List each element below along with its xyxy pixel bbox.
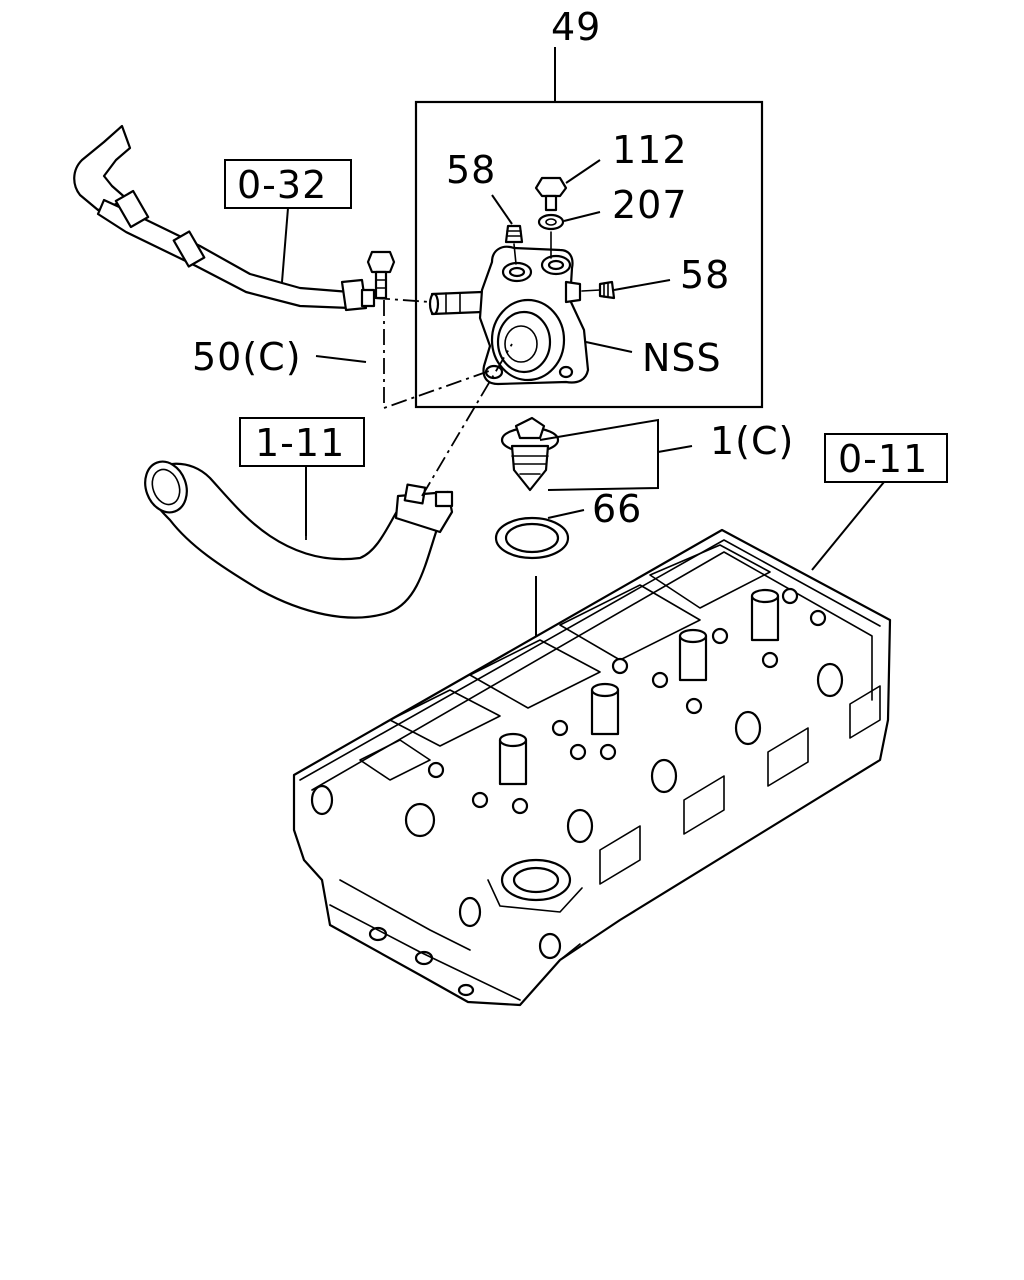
- ref-box-1-11[interactable]: 1-11: [239, 417, 365, 467]
- callout-58-right: 58: [680, 253, 730, 297]
- ref-box-0-11-label: 0-11: [838, 437, 928, 481]
- ref-box-1-11-label: 1-11: [255, 421, 345, 465]
- radiator-hose: [144, 460, 454, 619]
- fuel-pipe: [73, 124, 431, 312]
- washer-207: [537, 213, 565, 231]
- ref-box-0-11[interactable]: 0-11: [824, 433, 948, 483]
- plug-58-right: [598, 280, 616, 300]
- callout-207: 207: [612, 183, 688, 227]
- ref-box-0-32[interactable]: 0-32: [224, 159, 352, 209]
- cylinder-head: [292, 528, 892, 1007]
- assembly-group-49: 49: [414, 5, 764, 409]
- callout-nss: NSS: [642, 336, 722, 380]
- callout-66: 66: [592, 487, 642, 531]
- bolt-50c: [366, 250, 396, 300]
- callout-58-top: 58: [446, 148, 496, 192]
- callout-112: 112: [612, 128, 688, 172]
- ref-box-0-32-label: 0-32: [237, 163, 327, 207]
- callout-1c: 1(C): [710, 419, 794, 463]
- thermostat-1c: [500, 416, 560, 492]
- plug-58-top: [504, 224, 524, 244]
- assembly-number-label: 49: [551, 5, 601, 49]
- gasket-66: [494, 516, 570, 560]
- bolt-112: [534, 176, 568, 212]
- callout-50c: 50(C): [192, 335, 302, 379]
- thermostat-housing: [428, 245, 590, 386]
